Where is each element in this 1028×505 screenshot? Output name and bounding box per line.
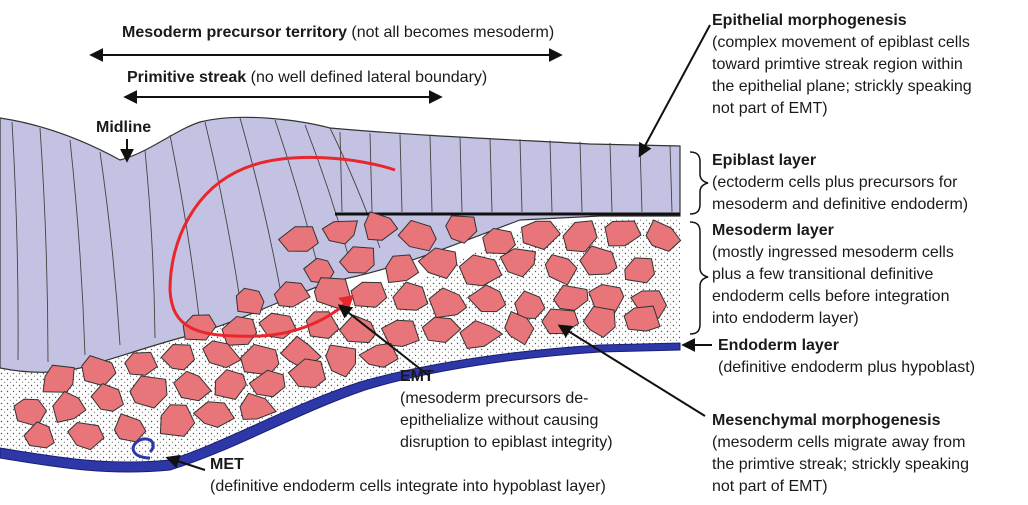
epithelial-morphogenesis-title: Epithelial morphogenesis: [712, 10, 972, 32]
mesoderm-layer-desc: (mostly ingressed mesoderm cells plus a …: [712, 242, 954, 330]
mesoderm-precursor-label: Mesoderm precursor territory (not all be…: [122, 23, 554, 42]
mesoderm-precursor-note: (not all becomes mesoderm): [351, 24, 554, 41]
mesoderm-layer-title: Mesoderm layer: [712, 220, 954, 242]
met-desc: (definitive endoderm cells integrate int…: [210, 476, 606, 498]
mesoderm-layer-block: Mesoderm layer (mostly ingressed mesoder…: [712, 220, 954, 330]
mesenchymal-morphogenesis-block: Mesenchymal morphogenesis (mesoderm cell…: [712, 410, 969, 498]
mesenchymal-morphogenesis-desc: (mesoderm cells migrate away from the pr…: [712, 432, 969, 498]
primitive-streak-note: (no well defined lateral boundary): [251, 69, 488, 86]
mesoderm-precursor-title: Mesoderm precursor territory: [122, 24, 347, 41]
met-block: MET (definitive endoderm cells integrate…: [210, 454, 606, 498]
epiblast-bracket: [690, 152, 708, 214]
endoderm-layer-block: Endoderm layer (definitive endoderm plus…: [718, 335, 975, 379]
epiblast-layer-block: Epiblast layer (ectoderm cells plus prec…: [712, 150, 968, 216]
emt-title: EMT: [400, 366, 613, 388]
mesenchymal-morphogenesis-title: Mesenchymal morphogenesis: [712, 410, 969, 432]
epithelial-morphogenesis-desc: (complex movement of epiblast cells towa…: [712, 32, 972, 120]
epiblast-layer-title: Epiblast layer: [712, 150, 968, 172]
epiblast-layer-desc: (ectoderm cells plus precursors for meso…: [712, 172, 968, 216]
mesoderm-cell: [236, 288, 264, 314]
midline-label: Midline: [96, 118, 151, 137]
mesoderm-bracket: [690, 222, 708, 334]
epithelial-morphogenesis-block: Epithelial morphogenesis (complex moveme…: [712, 10, 972, 120]
endoderm-layer-title: Endoderm layer: [718, 335, 975, 357]
epithelial-morphogenesis-pointer: [640, 25, 710, 155]
emt-desc: (mesoderm precursors de- epithelialize w…: [400, 388, 613, 454]
met-title: MET: [210, 454, 606, 476]
primitive-streak-label: Primitive streak (no well defined latera…: [127, 68, 487, 87]
primitive-streak-title: Primitive streak: [127, 69, 246, 86]
emt-block: EMT (mesoderm precursors de- epitheliali…: [400, 366, 613, 454]
endoderm-layer-desc: (definitive endoderm plus hypoblast): [718, 357, 975, 379]
